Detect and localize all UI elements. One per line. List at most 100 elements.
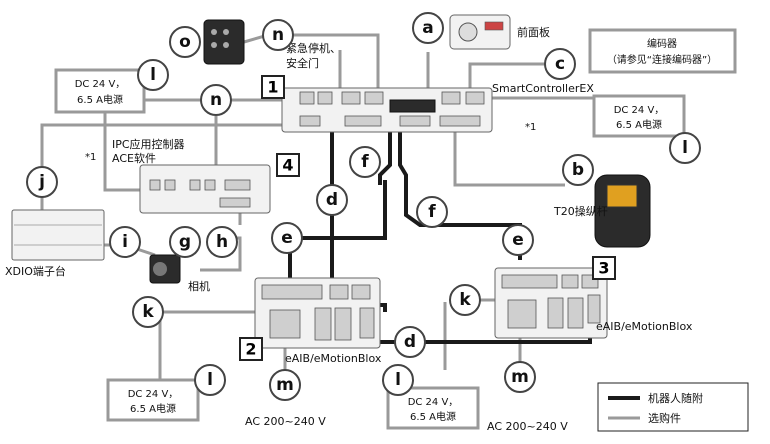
callout-e-right: e	[502, 224, 534, 256]
dc-box-right-line1: DC 24 V，	[614, 105, 665, 116]
callout-m-left-circle	[269, 369, 301, 401]
callout-a-circle	[412, 12, 444, 44]
callout-d-lower-text: d	[404, 332, 416, 352]
label-front-panel: 前面板	[517, 25, 550, 39]
callout-m-right-circle	[504, 361, 536, 393]
callout-j-circle	[26, 166, 58, 198]
controller-port	[344, 115, 382, 127]
encoder-box-line1: 编码器	[647, 37, 677, 50]
callout-n-mid-circle	[200, 84, 232, 116]
label-eaib-left: eAIB/eMotionBlox	[285, 352, 382, 365]
callout-c-text: c	[555, 54, 565, 74]
dc-box-bottom-mid: DC 24 V， 6.5 A电源	[386, 386, 480, 430]
dc-box-bottom-left-line2: 6.5 A电源	[130, 402, 176, 415]
number-box-3: 3	[592, 256, 616, 280]
ipc-port	[149, 179, 161, 191]
callout-d-lower-circle	[394, 326, 426, 358]
cable-dc-ipc	[103, 95, 142, 192]
callout-l-right-circle	[669, 132, 701, 164]
callout-b: b	[562, 154, 594, 186]
cable-k-left-l	[158, 312, 190, 387]
legend-standard-label: 机器人随附	[648, 391, 703, 405]
cable-e-left	[300, 180, 387, 240]
legend-optional-label: 选购件	[648, 411, 681, 425]
front-panel-device	[449, 14, 511, 50]
callout-g-circle	[169, 226, 201, 258]
dc-box-right-line2: 6.5 A电源	[616, 118, 662, 131]
label-note-left: *1	[85, 152, 96, 163]
callout-e-left-text: e	[281, 228, 293, 248]
label-camera: 相机	[188, 279, 210, 293]
callout-i-text: i	[122, 232, 128, 252]
eaib-right-port	[587, 294, 601, 324]
callout-o-circle	[169, 26, 201, 58]
dc-box-right: DC 24 V， 6.5 A电源	[592, 94, 686, 138]
callout-e-right-circle	[502, 224, 534, 256]
dc-box-top-left: DC 24 V， 6.5 A电源	[54, 68, 146, 114]
callout-n-top: n	[262, 19, 294, 51]
controller-port	[364, 91, 384, 105]
callout-b-circle	[562, 154, 594, 186]
label-ac-left: AC 200~240 V	[245, 415, 326, 428]
ethernet-hub	[203, 19, 245, 65]
callout-m-left: m	[269, 369, 301, 401]
label-smartcontroller: SmartControllerEX	[492, 82, 594, 95]
camera-lens	[153, 262, 167, 276]
number-box-2-text: 2	[245, 340, 256, 359]
eaib-right-port	[547, 297, 564, 329]
callout-k-right: k	[449, 284, 481, 316]
t20-screen	[606, 184, 638, 208]
callout-k-left-circle	[132, 296, 164, 328]
callout-d-upper: d	[316, 184, 348, 216]
callout-k-left: k	[132, 296, 164, 328]
hub-port	[211, 42, 217, 48]
controller-port	[341, 91, 361, 105]
number-box-4: 4	[276, 153, 300, 177]
callout-l-right: l	[669, 132, 701, 164]
callout-f-upper-circle	[349, 146, 381, 178]
controller-port	[317, 91, 333, 105]
callout-j-text: j	[38, 172, 45, 192]
eaib-left-port	[314, 307, 332, 341]
number-box-1: 1	[261, 75, 285, 99]
callout-a: a	[412, 12, 444, 44]
eaib-left-port	[359, 307, 375, 339]
hub-port	[211, 29, 217, 35]
callout-e-right-text: e	[512, 230, 524, 250]
number-box-3-text: 3	[598, 259, 609, 278]
dc-box-bottom-left: DC 24 V， 6.5 A电源	[106, 378, 200, 422]
eaib-right-port	[507, 299, 537, 329]
dc-box-top-left-line1: DC 24 V，	[75, 79, 126, 90]
dc-box-bottom-left-frame	[106, 378, 200, 422]
eaib-right-port	[501, 274, 558, 289]
xdio-body	[11, 209, 105, 261]
callout-g: g	[169, 226, 201, 258]
callout-n-top-text: n	[272, 25, 284, 45]
cable-encoder	[468, 62, 560, 90]
number-box-2: 2	[239, 337, 263, 361]
callout-m-right: m	[504, 361, 536, 393]
xdio-terminal	[11, 209, 105, 261]
controller-port	[299, 91, 315, 105]
callout-h-text: h	[216, 232, 228, 252]
dc-box-top-left-line2: 6.5 A电源	[77, 93, 123, 106]
label-note-right: *1	[525, 122, 536, 133]
controller-port	[439, 115, 481, 127]
callout-o: o	[169, 26, 201, 58]
front-panel-led	[484, 21, 504, 31]
smartcontroller-ex	[281, 87, 493, 133]
hub-port	[223, 29, 229, 35]
encoder-box-frame	[588, 28, 737, 74]
controller-port	[299, 115, 321, 127]
callout-k-right-text: k	[459, 290, 471, 310]
ipc-port	[189, 179, 201, 191]
dc-box-right-frame	[592, 94, 686, 138]
callout-f-upper: f	[349, 146, 381, 178]
callout-m-right-text: m	[511, 367, 529, 387]
eaib-left-port	[261, 284, 323, 300]
callout-c: c	[544, 48, 576, 80]
callout-l-bottom-mid-circle	[382, 364, 414, 396]
callout-l-bottom-left-text: l	[207, 370, 213, 390]
callout-d-upper-circle	[316, 184, 348, 216]
